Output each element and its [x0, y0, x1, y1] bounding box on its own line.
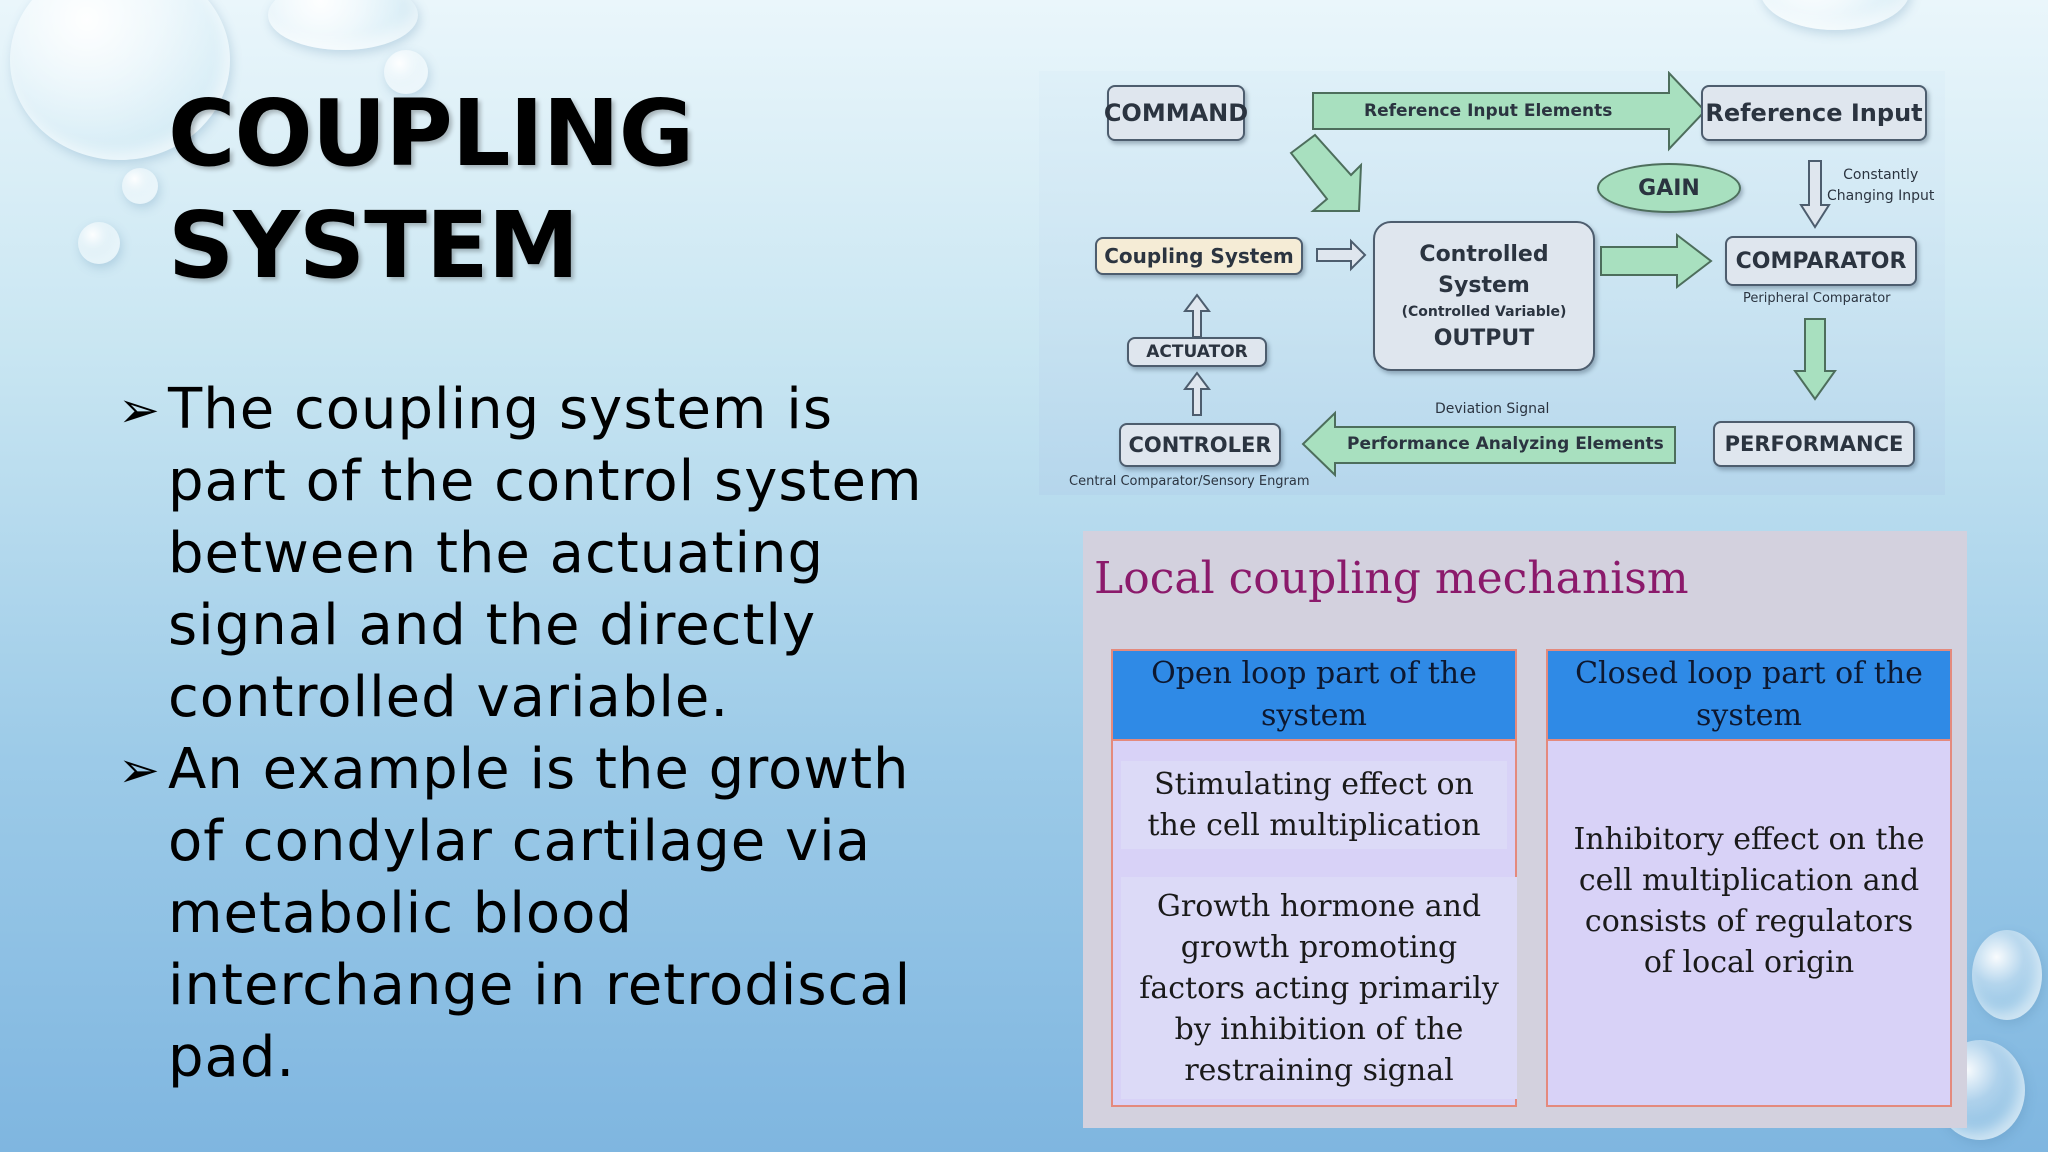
reference-input-elements-label: Reference Input Elements [1364, 101, 1613, 121]
slide-title-line1: COUPLING [168, 80, 694, 187]
reference-input-box: Reference Input [1701, 85, 1927, 141]
local-coupling-table-panel: Local coupling mechanism Open loop part … [1083, 531, 1967, 1128]
command-box: COMMAND [1103, 85, 1249, 141]
slide-title-line2: SYSTEM [168, 192, 579, 299]
deviation-signal-label: Deviation Signal [1435, 401, 1550, 417]
coupling-system-label: Coupling System [1104, 244, 1294, 268]
system-label: System [1438, 272, 1530, 298]
actuator-label: ACTUATOR [1146, 342, 1248, 362]
diagonal-down-arrow-icon [1289, 133, 1363, 212]
controlled-variable-label: (Controlled Variable) [1401, 303, 1567, 320]
local-coupling-heading: Local coupling mechanism [1094, 553, 1689, 604]
control-system-diagram: COMMAND Reference Input Elements Referen… [1039, 71, 1945, 495]
water-droplet [122, 168, 158, 204]
down-arrow-icon [1799, 160, 1831, 229]
open-loop-header: Open loop part of the system [1113, 651, 1515, 741]
constantly-label: Constantly [1843, 167, 1919, 183]
controler-box: CONTROLER [1119, 423, 1281, 467]
water-droplet [10, 0, 230, 160]
performance-analyzing-elements-label: Performance Analyzing Elements [1347, 434, 1664, 454]
water-droplet [268, 0, 418, 50]
performance-box: PERFORMANCE [1713, 421, 1915, 467]
bullet-text: The coupling system is part of the contr… [168, 377, 923, 730]
controlled-system-box: Controlled System (Controlled Variable) … [1373, 221, 1595, 371]
comparator-label: COMPARATOR [1735, 248, 1907, 274]
down-arrow-icon [1793, 318, 1837, 401]
actuator-box: ACTUATOR [1127, 337, 1267, 367]
left-arrow-icon [1301, 410, 1676, 478]
changing-input-label: Changing Input [1827, 188, 1935, 204]
slide-title: COUPLING SYSTEM [168, 78, 694, 302]
bullet-item: ➢ The coupling system is part of the con… [118, 374, 948, 734]
constantly-changing-input-label: Constantly Changing Input [1827, 165, 1934, 207]
bullet-text: An example is the growth of condylar car… [168, 737, 912, 1090]
controler-label: CONTROLER [1128, 433, 1272, 457]
open-loop-column: Open loop part of the system Stimulating… [1111, 649, 1517, 1107]
closed-loop-column: Closed loop part of the system Inhibitor… [1546, 649, 1952, 1107]
water-droplet [78, 222, 120, 264]
reference-input-label: Reference Input [1705, 99, 1923, 127]
output-label: OUTPUT [1433, 325, 1535, 351]
bullet-item: ➢ An example is the growth of condylar c… [118, 734, 948, 1094]
controlled-label: Controlled [1419, 241, 1549, 267]
bullet-list: ➢ The coupling system is part of the con… [118, 374, 948, 1094]
central-comparator-label: Central Comparator/Sensory Engram [1069, 474, 1310, 489]
water-droplet [384, 50, 428, 94]
command-label: COMMAND [1103, 99, 1249, 127]
peripheral-comparator-label: Peripheral Comparator [1743, 291, 1891, 306]
right-arrow-icon [1600, 232, 1713, 290]
closed-loop-cell: Inhibitory effect on the cell multiplica… [1573, 822, 1925, 980]
performance-label: PERFORMANCE [1724, 432, 1904, 456]
right-arrow-icon [1316, 238, 1367, 272]
coupling-system-box: Coupling System [1095, 237, 1303, 275]
water-droplet [1760, 0, 1910, 30]
diagram-arrows [1183, 71, 1837, 478]
arrow-bullet-icon: ➢ [118, 741, 161, 799]
up-arrow-icon [1183, 371, 1211, 416]
gain-oval: GAIN [1597, 163, 1741, 213]
gain-label: GAIN [1638, 175, 1700, 201]
reference-input-arrow-icon [1312, 71, 1707, 152]
up-arrow-icon [1183, 293, 1211, 338]
open-loop-cell: Growth hormone and growth promoting fact… [1121, 877, 1517, 1099]
closed-loop-header: Closed loop part of the system [1548, 651, 1950, 741]
comparator-box: COMPARATOR [1725, 236, 1917, 286]
open-loop-cell: Stimulating effect on the cell multiplic… [1121, 761, 1507, 849]
arrow-bullet-icon: ➢ [118, 381, 161, 439]
water-droplet [1972, 930, 2042, 1020]
